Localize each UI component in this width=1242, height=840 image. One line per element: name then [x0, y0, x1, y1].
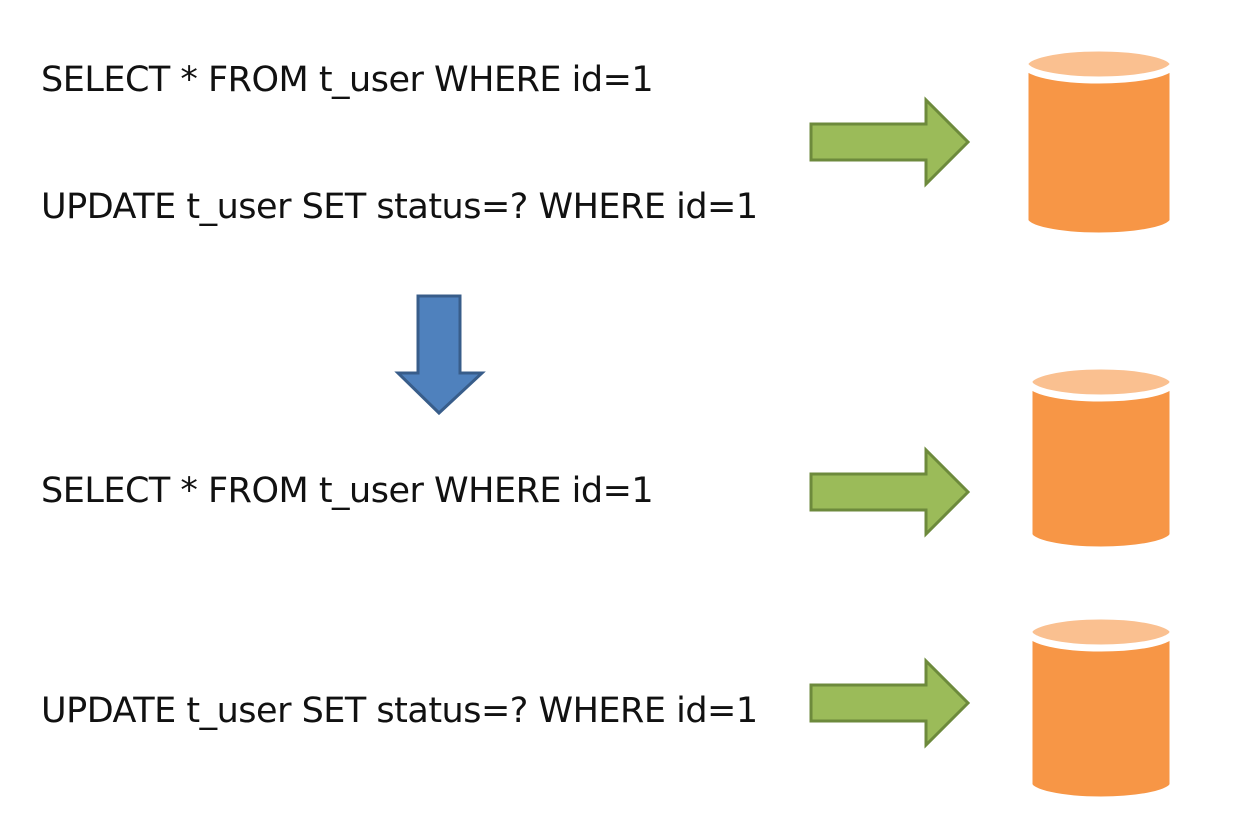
- after-update-query: UPDATE t_user SET status=? WHERE id=1: [41, 691, 758, 731]
- down-arrow-icon: [394, 294, 486, 416]
- database-icon: [1021, 44, 1177, 240]
- after-select-query: SELECT * FROM t_user WHERE id=1: [41, 471, 654, 511]
- before-select-query: SELECT * FROM t_user WHERE id=1: [41, 60, 654, 100]
- right-arrow-icon: [809, 96, 971, 188]
- database-icon: [1025, 362, 1177, 554]
- database-icon: [1025, 612, 1177, 804]
- right-arrow-icon: [809, 657, 971, 749]
- before-update-query: UPDATE t_user SET status=? WHERE id=1: [41, 187, 758, 227]
- right-arrow-icon: [809, 446, 971, 538]
